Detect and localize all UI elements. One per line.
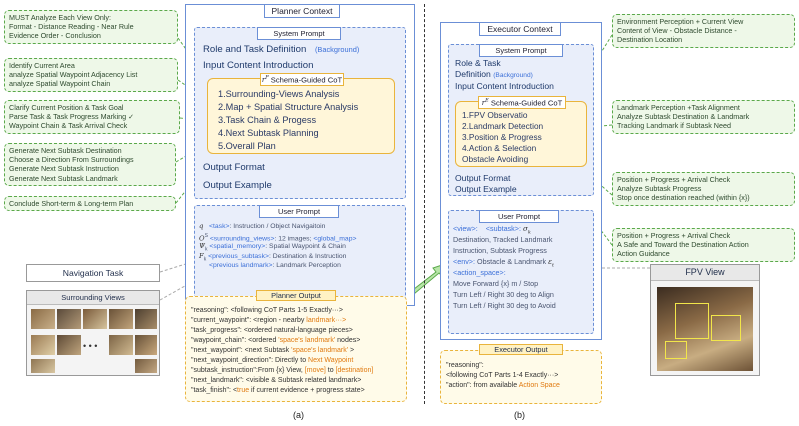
executor-user-prompt-line-2: Destination, Tracked Landmark xyxy=(453,235,553,244)
detection-box xyxy=(711,315,741,341)
executor-cot-item-2: 2.Landmark Detection xyxy=(462,121,544,131)
panel-label-b: (b) xyxy=(514,410,525,420)
executor-system-prompt: System Prompt Role & Task Definition (Ba… xyxy=(448,44,594,196)
executor-user-prompt-line-3: Instruction, Subtask Progress xyxy=(453,246,547,255)
planner-output-line-6: "next_waypoint_direction": Directly to N… xyxy=(191,357,354,364)
executor-cot-item-4: 4.Action & Selection xyxy=(462,143,537,153)
fpv-view-box: FPV View xyxy=(650,264,760,376)
planner-cot-item-4: 4.Next Subtask Planning xyxy=(218,128,319,138)
navigation-task-box: Navigation Task xyxy=(26,264,160,282)
executor-cot-item-3: 3.Position & Progress xyxy=(462,132,542,142)
views-ellipsis: • • • xyxy=(83,341,98,351)
planner-user-prompt-line-1: q <task>: Instruction / Object Navigaito… xyxy=(199,222,326,230)
executor-role-definition: Definition (Background) xyxy=(455,69,533,79)
view-thumbnail xyxy=(57,309,81,329)
executor-input-intro: Input Content Introduction xyxy=(455,81,554,91)
planner-cot-title: rP Schema-Guided CoT xyxy=(260,73,344,87)
planner-system-prompt-title: System Prompt xyxy=(257,27,341,40)
planner-input-intro: Input Content Introduction xyxy=(203,60,314,71)
executor-output-line-3: "action": from available Action Space xyxy=(446,382,560,389)
executor-action-3: Turn Left / Right 30 deg to Avoid xyxy=(453,301,556,310)
planner-output-box: Planner Output "reasoning": <following C… xyxy=(185,290,407,402)
planner-output-format: Output Format xyxy=(203,162,265,173)
view-thumbnail xyxy=(83,309,107,329)
planner-system-prompt: System Prompt Role and Task Definition (… xyxy=(194,27,406,199)
executor-context-title: Executor Context xyxy=(479,22,561,36)
planner-cot-item-2: 2.Map + Spatial Structure Analysis xyxy=(218,102,359,112)
executor-output-example: Output Example xyxy=(455,184,517,194)
planner-user-prompt: User Prompt q <task>: Instruction / Obje… xyxy=(194,205,406,301)
executor-output-line-2: <following CoT Parts 1-4 Exactly···> xyxy=(446,372,559,379)
executor-output-line-1: "reasoning": xyxy=(446,362,484,369)
executor-action-1: Move Forward {x} m / Stop xyxy=(453,279,539,288)
executor-cot-item-5: Obstacle Avoiding xyxy=(462,154,529,164)
planner-cot-item-1: 1.Surrounding-Views Analysis xyxy=(218,89,340,99)
planner-cot-item-3: 3.Task Chain & Progess xyxy=(218,115,317,125)
planner-output-line-9: "task_finish": <true if current evidence… xyxy=(191,387,365,394)
fpv-image xyxy=(657,287,753,371)
planner-user-prompt-line-3: Ψk <spatial_memory>: Spatial Waypoint & … xyxy=(199,242,346,253)
view-thumbnail xyxy=(31,309,55,329)
executor-user-prompt-view: <view>: <subtask>: σk xyxy=(453,224,531,236)
executor-output-title: Executor Output xyxy=(479,344,563,355)
planner-user-prompt-line-2: OS <surrounding_views>: 12 images; <glob… xyxy=(199,233,357,243)
executor-user-prompt-env: <env>: Obstacle & Landmark εt xyxy=(453,257,554,269)
surrounding-views-box: Surrounding Views • • • xyxy=(26,290,160,376)
executor-user-prompt-title: User Prompt xyxy=(479,210,559,223)
view-thumbnail xyxy=(31,335,55,355)
planner-output-line-3: "task_progress": <ordered natural-langua… xyxy=(191,327,353,334)
planner-role-tag: (Background) xyxy=(314,45,360,54)
executor-role: Role & Task xyxy=(455,58,501,68)
planner-output-line-1: "reasoning": <following CoT Parts 1-5 Ex… xyxy=(191,307,343,314)
planner-user-prompt-line-4: Fk <previous_subtask>: Destination & Ins… xyxy=(199,252,347,263)
surrounding-views-title: Surrounding Views xyxy=(27,291,159,305)
executor-cot-box: rE Schema-Guided CoT 1.FPV Observatio 2.… xyxy=(455,96,587,167)
executor-cot-item-1: 1.FPV Observatio xyxy=(462,110,528,120)
planner-note-1: MUST Analyze Each View Only:Format - Dis… xyxy=(4,10,178,44)
fpv-view-title: FPV View xyxy=(651,265,759,281)
detection-box xyxy=(665,341,687,359)
planner-output-line-8: "next_landmark": <visible & Subtask rela… xyxy=(191,377,362,384)
executor-cot-title: rE Schema-Guided CoT xyxy=(478,96,566,110)
planner-user-prompt-title: User Prompt xyxy=(259,205,339,218)
executor-user-prompt-action-space: <action_space>: xyxy=(453,268,506,277)
planner-note-5: Conclude Short-term & Long-term Plan xyxy=(4,196,176,212)
planner-output-example: Output Example xyxy=(203,180,272,191)
planner-output-line-2: "current_waypoint": <region - nearby lan… xyxy=(191,317,347,324)
executor-output-format: Output Format xyxy=(455,173,511,183)
view-thumbnail xyxy=(31,359,55,373)
view-thumbnail xyxy=(109,335,133,355)
view-thumbnail xyxy=(109,309,133,329)
panel-label-a: (a) xyxy=(293,410,304,420)
view-thumbnail xyxy=(135,309,157,329)
detection-box xyxy=(675,303,709,339)
planner-output-line-5: "next_waypoint": <next Subtask 'space's … xyxy=(191,347,355,354)
view-thumbnail xyxy=(135,359,157,373)
planner-role: Role and Task Definition (Background) xyxy=(203,44,360,55)
planner-cot-box: rP Schema-Guided CoT 1.Surrounding-Views… xyxy=(207,73,395,154)
planner-user-prompt-line-5: <previous landmark>: Landmark Perception xyxy=(209,262,341,269)
planner-context-title: Planner Context xyxy=(264,4,340,18)
view-thumbnail xyxy=(57,335,81,355)
executor-action-2: Turn Left / Right 30 deg to Align xyxy=(453,290,554,299)
planner-output-line-4: "waypoint_chain": <ordered 'space's land… xyxy=(191,337,361,344)
planner-output-title: Planner Output xyxy=(256,290,336,301)
section-divider xyxy=(424,4,425,404)
view-thumbnail xyxy=(135,335,157,355)
executor-output-box: Executor Output "reasoning": <following … xyxy=(440,344,602,404)
executor-system-prompt-title: System Prompt xyxy=(479,44,563,57)
executor-user-prompt: User Prompt <view>: <subtask>: σk Destin… xyxy=(448,210,594,334)
planner-output-line-7: "subtask_instruction":From {x} View, [mo… xyxy=(191,367,374,374)
planner-cot-item-5: 5.Overall Plan xyxy=(218,141,276,151)
